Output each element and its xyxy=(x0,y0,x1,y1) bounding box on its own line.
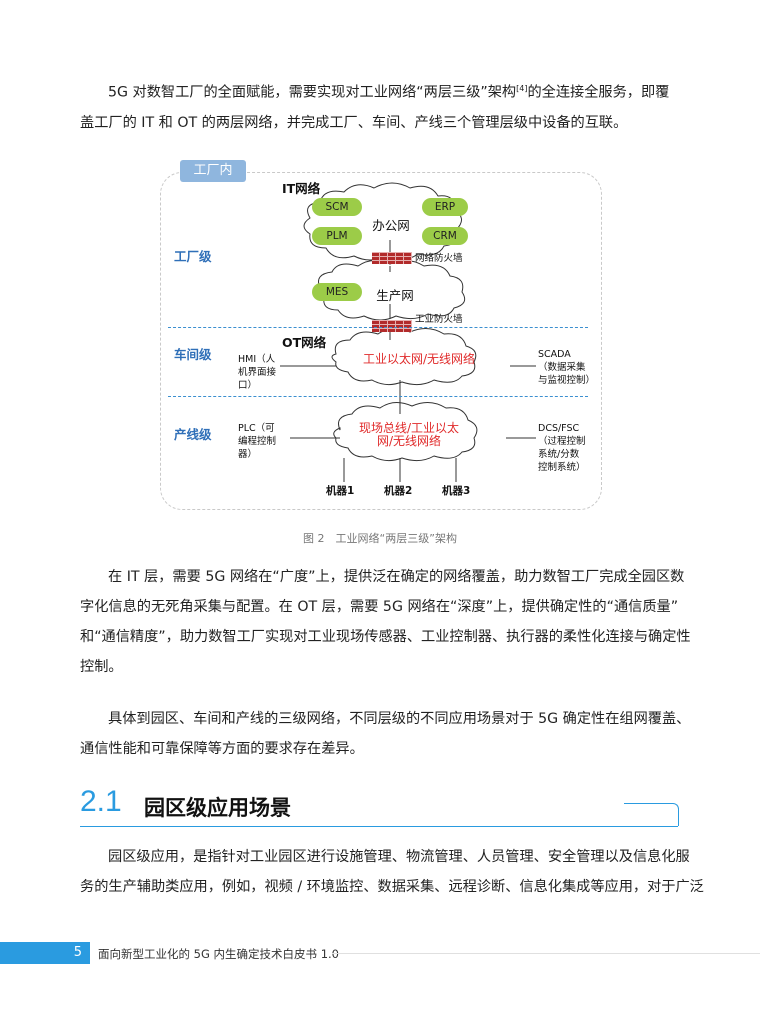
erp-pill: ERP xyxy=(422,198,468,216)
it-network-title: IT网络 xyxy=(282,181,321,196)
industrial-firewall-label: 工业防火墙 xyxy=(415,314,463,325)
machine-3-label: 机器3 xyxy=(442,485,471,497)
fieldbus-line: 网/无线网络 xyxy=(376,434,442,448)
factory-tag: 工厂内 xyxy=(180,160,246,182)
industrial-ethernet-label: 工业以太网/无线网络 xyxy=(362,352,476,366)
footer-rule xyxy=(332,953,760,954)
text-line: 5G 对数智工厂的全面赋能，需要实现对工业网络“两层三级”架构 xyxy=(108,84,517,101)
workshop-level-label: 车间级 xyxy=(174,347,212,362)
dcs-label: DCS/FSC （过程控制 系统/分数 控制系统） xyxy=(538,422,586,474)
machine-1-label: 机器1 xyxy=(326,485,355,497)
park-application-paragraph: 园区级应用，是指针对工业园区进行设施管理、物流管理、人员管理、安全管理以及信息化… xyxy=(80,842,704,902)
plc-line: PLC（可 xyxy=(238,423,275,434)
plc-label: PLC（可 编程控制 器） xyxy=(238,422,276,461)
footer-page-bar xyxy=(0,942,90,964)
level-divider xyxy=(168,327,588,328)
text-line: 具体到园区、车间和产线的三级网络，不同层级的不同应用场景对于 5G 确定性在组网… xyxy=(108,711,691,727)
text-line: 和“通信精度”，助力数智工厂实现对工业现场传感器、工业控制器、执行器的柔性化连接… xyxy=(80,629,691,645)
dcs-line: 控制系统） xyxy=(538,462,586,473)
hmi-line: 机界面接 xyxy=(238,367,277,378)
scm-pill: SCM xyxy=(312,198,362,216)
citation-ref: [4] xyxy=(516,84,528,93)
page-number: 5 xyxy=(73,945,82,960)
network-firewall-icon xyxy=(372,252,412,264)
production-network-label: 生产网 xyxy=(376,288,414,303)
text-line: 控制。 xyxy=(80,659,123,675)
text-line: 通信性能和可靠保障等方面的要求存在差异。 xyxy=(80,741,364,757)
scada-line: SCADA xyxy=(538,349,571,360)
network-architecture-diagram: 工厂内 IT网络 工厂级 SCM ERP PLM CRM 办公网 网络防火墙 M… xyxy=(160,160,604,512)
dcs-line: （过程控制 xyxy=(538,436,586,447)
fieldbus-label: 现场总线/工业以太 网/无线网络 xyxy=(346,422,472,448)
section-rule xyxy=(80,826,678,827)
hmi-line: HMI（人 xyxy=(238,354,276,365)
section-number: 2.1 xyxy=(80,785,122,818)
ot-network-title: OT网络 xyxy=(282,335,327,350)
text-line: 在 IT 层，需要 5G 网络在“广度”上，提供泛在确定的网络覆盖，助力数智工厂… xyxy=(108,569,685,585)
plc-line: 编程控制 xyxy=(238,436,277,447)
crm-pill: CRM xyxy=(422,227,468,245)
fieldbus-line: 现场总线/工业以太 xyxy=(358,421,460,435)
scada-line: 与监视控制） xyxy=(538,375,596,386)
scada-line: （数据采集 xyxy=(538,362,586,373)
section-title: 园区级应用场景 xyxy=(144,796,291,820)
intro-paragraph: 5G 对数智工厂的全面赋能，需要实现对工业网络“两层三级”架构[4]的全连接全服… xyxy=(80,74,680,138)
hmi-line: 口） xyxy=(238,380,258,391)
it-ot-paragraph: 在 IT 层，需要 5G 网络在“广度”上，提供泛在确定的网络覆盖，助力数智工厂… xyxy=(80,562,691,682)
network-firewall-label: 网络防火墙 xyxy=(415,253,463,264)
dcs-line: 系统/分数 xyxy=(538,449,580,460)
mes-pill: MES xyxy=(312,283,362,301)
ethernet-cloud xyxy=(331,328,477,386)
plm-pill: PLM xyxy=(312,227,362,245)
plc-line: 器） xyxy=(238,449,258,460)
factory-level-label: 工厂级 xyxy=(174,249,212,264)
machine-2-label: 机器2 xyxy=(384,485,413,497)
scada-label: SCADA （数据采集 与监视控制） xyxy=(538,348,595,387)
text-line: 字化信息的无死角采集与配置。在 OT 层，需要 5G 网络在“深度”上，提供确定… xyxy=(80,599,679,615)
figure-caption: 图 2 工业网络“两层三级”架构 xyxy=(303,532,457,545)
footer-title: 面向新型工业化的 5G 内生确定技术白皮书 1.0 xyxy=(98,947,339,961)
line-level-label: 产线级 xyxy=(174,427,212,442)
section-decoration xyxy=(624,803,679,826)
level-divider xyxy=(168,396,588,397)
text-line: 盖工厂的 IT 和 OT 的两层网络，并完成工厂、车间、产线三个管理层级中设备的… xyxy=(80,114,628,131)
diagram-frame xyxy=(160,172,602,510)
text-line: 园区级应用，是指针对工业园区进行设施管理、物流管理、人员管理、安全管理以及信息化… xyxy=(108,849,690,865)
hmi-label: HMI（人 机界面接 口） xyxy=(238,353,276,392)
office-network-label: 办公网 xyxy=(372,218,410,233)
industrial-firewall-icon xyxy=(372,320,412,332)
production-cloud xyxy=(317,260,466,321)
levels-paragraph: 具体到园区、车间和产线的三级网络，不同层级的不同应用场景对于 5G 确定性在组网… xyxy=(80,704,691,764)
dcs-line: DCS/FSC xyxy=(538,423,580,434)
text-line: 的全连接全服务，即覆 xyxy=(527,84,670,101)
text-line: 务的生产辅助类应用，例如，视频 / 环境监控、数据采集、远程诊断、信息化集成等应… xyxy=(80,879,704,895)
fieldbus-cloud xyxy=(333,402,478,462)
